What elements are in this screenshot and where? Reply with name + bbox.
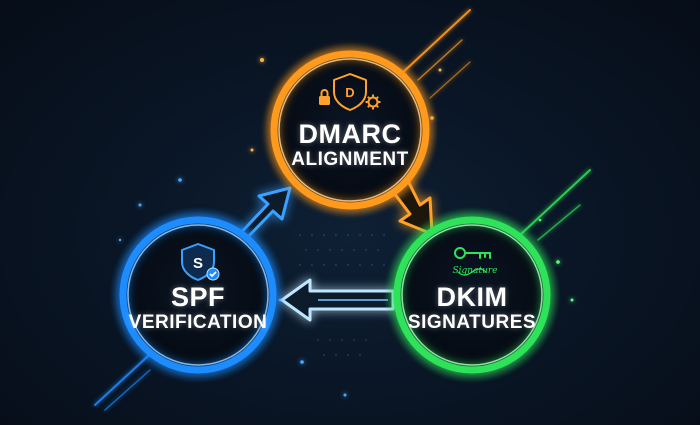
spf-title: SPF — [170, 282, 225, 312]
arrow-dkim-to-spf — [280, 278, 395, 322]
spf-subtitle: VERIFICATION — [128, 312, 268, 334]
dmarc-subtitle: ALIGNMENT — [291, 149, 409, 171]
shield-lock-gear-icon: D — [319, 73, 381, 111]
spf-node — [110, 207, 286, 383]
dkim-label: DKIM SIGNATURES — [384, 283, 560, 333]
key-signature-icon: Signature — [452, 247, 498, 276]
dmarc-title: DMARC — [298, 119, 402, 149]
dkim-subtitle: SIGNATURES — [407, 312, 537, 334]
dkim-title: DKIM — [436, 282, 508, 312]
background-dots — [299, 234, 385, 356]
dkim-icon-signature: Signature — [452, 266, 497, 276]
dkim-node — [384, 207, 560, 383]
spf-label: SPF VERIFICATION — [110, 283, 286, 333]
dmarc-node — [262, 42, 438, 218]
dmarc-label: DMARC ALIGNMENT — [262, 120, 438, 170]
shield-check-icon: S — [181, 243, 220, 281]
spf-icon-letter: S — [193, 255, 203, 272]
dmarc-icon-letter: D — [345, 85, 354, 100]
